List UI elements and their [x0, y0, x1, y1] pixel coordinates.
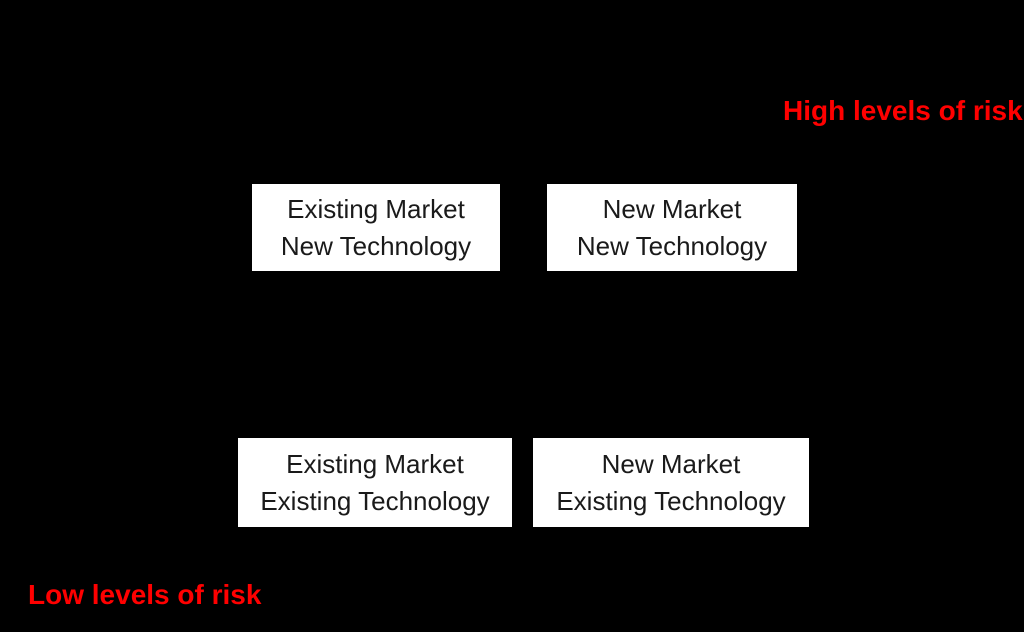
quadrant-new-market-new-technology: New Market New Technology: [547, 184, 797, 271]
quadrant-line1: Existing Market: [286, 448, 464, 479]
high-risk-label: High levels of risk: [783, 95, 1023, 126]
quadrant-line2: New Technology: [576, 230, 768, 261]
quadrant-line2: New Technology: [280, 230, 472, 261]
quadrant-line2: Existing Technology: [260, 485, 490, 516]
quadrant-line1: New Market: [601, 448, 741, 479]
low-risk-label: Low levels of risk: [28, 579, 262, 610]
quadrant-existing-market-new-technology: Existing Market New Technology: [252, 184, 500, 271]
quadrant-line1: New Market: [602, 193, 742, 224]
quadrant-line1: Existing Market: [287, 193, 465, 224]
quadrant-new-market-existing-technology: New Market Existing Technology: [533, 438, 809, 527]
quadrant-existing-market-existing-technology: Existing Market Existing Technology: [238, 438, 512, 527]
quadrant-line2: Existing Technology: [556, 485, 786, 516]
